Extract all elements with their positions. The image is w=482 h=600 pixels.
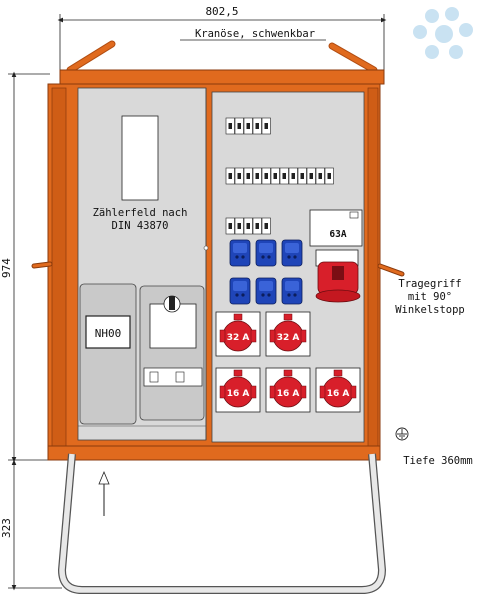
- handle-label-line3: Winkelstopp: [395, 304, 465, 316]
- circuit-breaker: [225, 217, 235, 235]
- handle-label-line1: Tragegriff: [398, 278, 461, 290]
- width-dimension-label: 802,5: [205, 5, 238, 18]
- meter-field-label-line1: Zählerfeld nach: [93, 207, 188, 219]
- circuit-breaker: [297, 167, 307, 185]
- circuit-breaker: [279, 167, 289, 185]
- cee-socket-rating: 16 A: [277, 389, 300, 399]
- circuit-breaker: [243, 117, 253, 135]
- handle-label-line2: mit 90°: [408, 291, 452, 303]
- circuit-breaker: [252, 117, 262, 135]
- ground-symbol-icon: [395, 427, 409, 441]
- schuko-socket: [255, 277, 277, 305]
- cee-socket: 16 A: [215, 367, 261, 413]
- side-handle-left: [31, 261, 53, 269]
- circuit-breaker: [225, 117, 235, 135]
- height-dimension: [8, 71, 62, 591]
- circuit-breaker: [243, 217, 253, 235]
- schuko-socket-group: [229, 239, 303, 305]
- circuit-breaker: [261, 217, 271, 235]
- cee-socket: 16 A: [265, 367, 311, 413]
- cee-socket: 32 A: [265, 311, 311, 357]
- arrow-up-icon: [98, 470, 110, 516]
- lifting-eye-left: [66, 40, 116, 74]
- cee-socket-rating: 32 A: [227, 333, 250, 343]
- circuit-breaker: [288, 167, 298, 185]
- circuit-breaker: [324, 167, 334, 185]
- circuit-breaker: [234, 217, 244, 235]
- meter-field-label-line2: DIN 43870: [112, 220, 169, 232]
- cee-socket-rating: 16 A: [227, 389, 250, 399]
- cee-socket-rating: 32 A: [277, 333, 300, 343]
- circuit-breaker: [243, 167, 253, 185]
- fuse-box-label: NH00: [95, 327, 122, 340]
- circuit-breaker: [270, 167, 280, 185]
- side-handle-right: [377, 263, 405, 277]
- circuit-breaker: [225, 167, 235, 185]
- circuit-breaker: [234, 117, 244, 135]
- stand-frame: [58, 453, 386, 594]
- circuit-breaker: [252, 217, 262, 235]
- breaker-row-1: [225, 117, 271, 135]
- cee-socket: 16 A: [315, 367, 361, 413]
- circuit-breaker: [261, 117, 271, 135]
- circuit-breaker: [252, 167, 262, 185]
- nh00-fuse-box: [79, 283, 137, 425]
- circuit-breaker: [315, 167, 325, 185]
- main-socket-label: 63A: [329, 229, 346, 240]
- schuko-socket: [229, 239, 251, 267]
- breaker-row-2: [225, 167, 334, 185]
- depth-label: Tiefe 360mm: [403, 455, 473, 467]
- width-dimension: [57, 14, 387, 70]
- cee-socket-group: 32 A 32 A 16 A 16 A 16 A: [215, 311, 361, 413]
- schuko-socket: [255, 239, 277, 267]
- circuit-breaker: [261, 167, 271, 185]
- lifting-eye-label: Kranöse, schwenkbar: [195, 28, 315, 40]
- lifting-eye-right: [328, 42, 378, 74]
- main-cee-socket: [309, 209, 363, 303]
- main-switch-box: [139, 285, 205, 421]
- schuko-socket: [281, 239, 303, 267]
- watermark-logo-icon: [413, 7, 473, 59]
- circuit-breaker: [306, 167, 316, 185]
- stand-height-dimension-label: 323: [0, 518, 13, 538]
- cee-socket: 32 A: [215, 311, 261, 357]
- circuit-breaker: [234, 167, 244, 185]
- schuko-socket: [229, 277, 251, 305]
- breaker-row-3: [225, 217, 271, 235]
- height-dimension-label: 974: [0, 258, 13, 278]
- housing-roof: [59, 69, 385, 85]
- cee-socket-rating: 16 A: [327, 389, 350, 399]
- schuko-socket: [281, 277, 303, 305]
